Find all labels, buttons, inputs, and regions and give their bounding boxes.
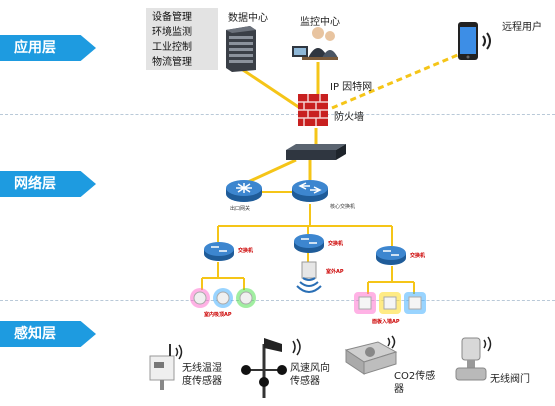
management-item: 环境监测 — [152, 27, 192, 38]
management-item: 设备管理 — [152, 12, 192, 23]
co2-sensor-label: CO2传感器 — [394, 371, 436, 395]
firewall-icon — [298, 94, 328, 126]
smartphone-icon — [458, 22, 491, 60]
data-center-label: 数据中心 — [228, 13, 268, 24]
core-switch-icon — [292, 180, 328, 202]
wind-sensor-icon — [241, 338, 287, 398]
signal-waves-icon — [292, 338, 301, 356]
wind-sensor-label: 风速风向传感器 — [290, 363, 330, 387]
layer-label-perception: 感知层 — [0, 321, 96, 347]
ceiling-ap-group-icon — [190, 288, 256, 308]
outdoor-ap-label: 室外AP — [326, 269, 344, 275]
temp-humidity-sensor-label: 无线温湿度传感器 — [182, 363, 222, 387]
firewall-label: 防火墙 — [334, 112, 364, 123]
monitoring-people-icon — [292, 27, 338, 60]
separator-line — [0, 114, 555, 115]
switch-icon-right — [376, 246, 406, 265]
layer-label-network: 网络层 — [0, 171, 96, 197]
server-icon — [226, 26, 256, 72]
core-switch-label: 核心交换机 — [330, 204, 356, 210]
switch-left-label: 交换机 — [238, 248, 254, 254]
switch-icon-mid — [294, 234, 324, 253]
remote-user-label: 远程用户 — [502, 22, 542, 33]
router-icon — [286, 144, 346, 160]
indoor-ap-right-label: 面板入墙AP — [372, 319, 400, 325]
link-router-gateway — [247, 158, 297, 184]
gateway-icon — [226, 180, 262, 202]
temp-humidity-sensor-icon — [149, 344, 183, 390]
outdoor-ap-icon — [296, 261, 322, 293]
management-item: 物流管理 — [152, 57, 192, 68]
indoor-ap-left-label: 室内吸顶AP — [204, 312, 232, 318]
switch-icon-left — [204, 242, 234, 261]
monitor-center-label: 监控中心 — [300, 17, 340, 28]
link-remote-internet — [331, 52, 461, 110]
switch-mid-label: 交换机 — [328, 241, 344, 247]
egress-gateway-label: 出口网关 — [230, 206, 251, 212]
wireless-valve-icon — [455, 336, 492, 381]
layer-label-application: 应用层 — [0, 35, 96, 61]
switch-right-label: 交换机 — [410, 253, 426, 259]
link-datacenter-firewall — [239, 66, 307, 114]
internet-label: IP 因特网 — [330, 82, 373, 93]
management-item: 工业控制 — [152, 42, 192, 53]
separator-line — [0, 300, 555, 301]
wall-panel-ap-group-icon — [354, 292, 426, 314]
management-functions-box: 设备管理 环境监测 工业控制 物流管理 — [146, 8, 218, 70]
wireless-valve-label: 无线阀门 — [490, 374, 530, 385]
co2-sensor-icon — [344, 335, 398, 375]
